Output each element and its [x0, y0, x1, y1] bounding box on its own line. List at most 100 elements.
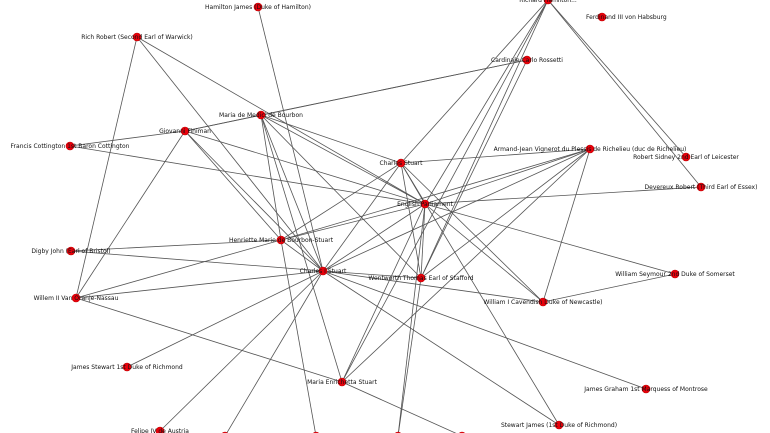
edge-charlesI-felipe — [159, 270, 324, 432]
node-label-cavendish: William I Cavendish Duke of Newcastle) — [483, 299, 602, 306]
edge-henrietta-mariamedici — [260, 114, 282, 241]
edge-giovanni-cottington — [69, 130, 186, 147]
node-richelieu[interactable] — [585, 144, 595, 154]
node-label-richrobert: Rich Robert (Second Earl of Warwick) — [81, 34, 193, 41]
node-label-parliament: English Parliament — [397, 201, 453, 208]
edge-wentworth-topright — [420, 0, 549, 279]
edge-charlesI-jamesstewart — [126, 270, 324, 368]
edge-parliament-richelieu — [424, 148, 591, 205]
edge-henrietta-richelieu — [280, 148, 591, 241]
edge-charlesI-cavendish — [322, 270, 544, 303]
edge-charlesstuart-cavendish — [400, 162, 544, 303]
edge-mariamedici-wentworth — [260, 114, 422, 279]
edge-charlesI-mariamedici — [260, 114, 324, 272]
node-digby[interactable] — [66, 246, 76, 256]
node-label-seymour: William Seymour 2nd Duke of Somerset — [615, 271, 735, 278]
edge-cavendish-richelieu — [542, 148, 591, 303]
node-label-willem: Willem II Van Oranje-Nassau — [34, 295, 119, 302]
edge-charlesI-parliament — [322, 203, 426, 272]
edge-parliament-mariaenr — [341, 203, 426, 383]
edge-richelieu-mariaenr — [341, 148, 591, 383]
node-seymour[interactable] — [670, 269, 680, 279]
edges-layer — [69, 0, 702, 433]
node-label-digby: Digby John (Earl of Bristol) — [31, 248, 110, 255]
node-wentworth[interactable] — [416, 273, 426, 283]
node-montrose[interactable] — [641, 384, 651, 394]
node-charlesstuart[interactable] — [396, 158, 406, 168]
node-richrobert[interactable] — [132, 32, 142, 42]
node-label-henrietta: Henriette Marie de Bourbon-Stuart — [229, 237, 334, 244]
edge-wentworth-cardinal — [420, 59, 528, 279]
edge-parliament-giovanni — [184, 130, 426, 205]
edge-giovanni-cardinal — [184, 59, 528, 132]
node-charlesI[interactable] — [318, 266, 328, 276]
node-hamilton[interactable] — [253, 2, 263, 12]
labels-layer: Hamilton James (Duke of Hamilton) Rich Ro… — [11, 0, 758, 433]
edge-charlesstuart-mariamedici — [260, 114, 402, 164]
edge-charlesstuart-richelieu — [400, 148, 591, 164]
node-giovanni[interactable] — [180, 126, 190, 136]
edge-parliament-wentworth — [420, 203, 426, 279]
edge-charlesI-stewartjames — [322, 270, 560, 426]
edge-parliament-seymour — [424, 203, 676, 275]
edge-charlesI-btm1 — [226, 270, 324, 433]
node-willem[interactable] — [71, 293, 81, 303]
node-mariaenr[interactable] — [337, 377, 347, 387]
node-cavendish[interactable] — [538, 297, 548, 307]
edge-charlesI-richrobert — [136, 36, 324, 272]
node-label-richelieu: Armand-Jean Vignerot du Plessis de Riche… — [494, 146, 687, 153]
node-parliament[interactable] — [420, 199, 430, 209]
node-cardinal[interactable] — [522, 55, 532, 65]
edge-parliament-cavendish — [424, 203, 544, 303]
edge-charlesI-willem — [75, 270, 324, 299]
edge-giovanni-willem — [75, 130, 186, 299]
node-label-sidney: Robert Sidney 2nd Earl of Leicester — [633, 154, 739, 161]
node-essex[interactable] — [696, 182, 706, 192]
node-label-wentworth: Wentworth Thomas Earl of Stafford — [368, 275, 473, 282]
edge-parliament-richrobert — [136, 36, 426, 205]
node-topright[interactable] — [543, 0, 553, 5]
edge-charlesstuart-henrietta — [280, 162, 402, 241]
edge-parliament-henrietta — [280, 203, 426, 241]
node-label-topright: Richard Hamilton... — [519, 0, 577, 4]
node-label-charlesI: Charles I Stuart — [300, 268, 347, 275]
node-label-charlesstuart: Charles Stuart — [380, 160, 424, 167]
edge-parliament-essex — [424, 186, 702, 205]
edge-wentworth-richelieu — [420, 148, 591, 279]
node-stewartjames[interactable] — [554, 420, 564, 430]
node-jamesstewart[interactable] — [122, 362, 132, 372]
edge-henrietta-giovanni — [184, 130, 282, 241]
node-label-giovanni: Giovanni Finiman — [159, 128, 211, 135]
edge-willem-mariaenr — [75, 297, 343, 383]
edge-mariamedici-mariaenr — [260, 114, 343, 383]
node-henrietta[interactable] — [276, 235, 286, 245]
node-label-essex: Devereux Robert (Third Earl of Essex) — [645, 184, 758, 191]
node-ferdinand[interactable] — [597, 12, 607, 22]
edge-parliament-topright — [424, 0, 549, 205]
edge-henrietta-btm2 — [280, 239, 316, 433]
edge-charlesI-montrose — [322, 270, 647, 390]
node-sidney[interactable] — [681, 152, 691, 162]
edge-charlesI-richelieu — [322, 148, 591, 272]
edge-charlesI-digby — [70, 250, 324, 272]
node-label-felipe: Felipe IV de Austria — [131, 428, 189, 433]
node-mariamedici[interactable] — [256, 110, 266, 120]
edge-topright-mariaenr — [341, 0, 549, 383]
edge-cavendish-seymour — [542, 273, 676, 303]
node-cottington[interactable] — [65, 141, 75, 151]
node-label-ferdinand: Ferdinand III von Habsburg — [586, 14, 667, 21]
edge-henrietta-willem — [75, 239, 282, 299]
edge-parliament-cottington — [69, 145, 426, 205]
node-label-stewartjames: Stewart James (1st Duke of Richmond) — [501, 422, 617, 429]
edge-parliament-mariamedici — [260, 114, 426, 205]
edge-charlesI-hamilton — [257, 6, 324, 272]
edge-charlesI-henrietta — [280, 239, 324, 272]
edge-topright-essex — [547, 0, 702, 188]
edge-charlesstuart-topright — [400, 0, 549, 164]
edge-charlesI-wentworth — [322, 270, 422, 279]
edge-parliament-btm3 — [397, 203, 426, 433]
node-label-hamilton: Hamilton James (Duke of Hamilton) — [205, 4, 311, 11]
node-label-montrose: James Graham 1st Marquess of Montrose — [583, 386, 708, 393]
node-felipe[interactable] — [155, 426, 165, 433]
node-label-mariamedici: Maria de Medici de Bourbon — [219, 112, 303, 119]
